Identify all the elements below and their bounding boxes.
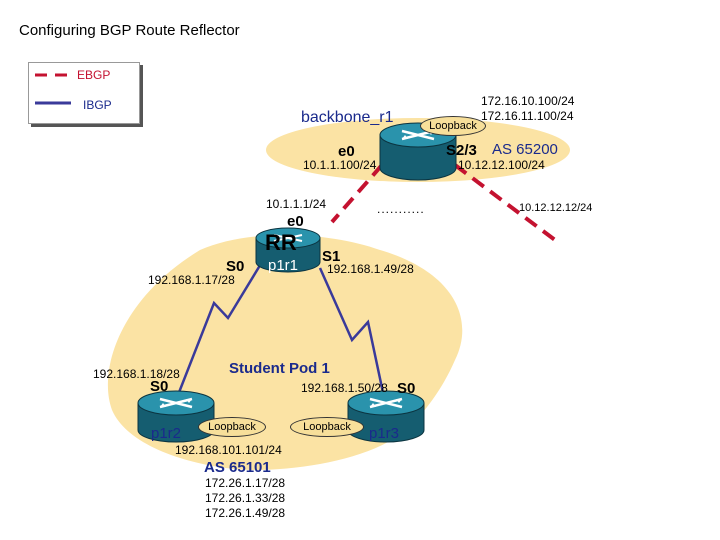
p1r1-s0-label: S0 [226,258,245,275]
backbone-router-icon [379,122,457,181]
legend-ebgp-label: EBGP [77,68,111,82]
p1r2-s0-label: S0 [150,378,169,395]
backbone-e0-label: e0 [338,143,355,160]
p1r1-s1-label: S1 [322,248,341,265]
p1r3-router-icon [347,390,425,443]
legend-ibgp-label: IBGP [83,98,112,112]
p1r3-router-name: p1r3 [369,425,400,442]
pod-network-1: 172.26.1.17/28 [205,476,286,490]
backbone-s23-label: S2/3 [446,142,477,159]
p1r1-router-icon [255,227,321,273]
p1r1-s0-ip: 192.168.1.17/28 [148,273,235,287]
ibgp-link-r1-r3 [318,267,387,403]
p1r3-s0-label: S0 [397,380,416,397]
p1r1-e0-label: e0 [287,213,304,230]
p1r2-router-name: p1r2 [151,425,182,442]
p1r3-s0-ip: 192.168.1.50/28 [301,381,388,395]
legend: EBGP IBGP [28,62,140,124]
diagram-title: Configuring BGP Route Reflector [19,22,240,39]
pod-network-2: 172.26.1.33/28 [205,491,286,505]
route-reflector-label: RR [265,230,297,255]
p1r3-loopback: Loopback [290,417,364,437]
p1r2-router-icon [137,390,215,443]
dotted-separator: ........... [377,202,425,216]
ibgp-link-r1-r2 [176,261,264,396]
backbone-router-name: backbone_r1 [301,109,394,126]
p1r2-loopback-ip: 192.168.101.101/24 [175,443,282,457]
ebgp-link-e0 [330,163,384,224]
backbone-as-label: AS 65200 [492,141,558,158]
backbone-loopback: Loopback [420,116,486,136]
backbone-far-ip: 10.12.12.12/24 [519,202,593,214]
backbone-s23-ip: 10.12.12.100/24 [458,158,545,172]
p1r2-loopback: Loopback [198,417,266,437]
student-pod-label: Student Pod 1 [229,360,330,377]
backbone-loopback-ip-1: 172.16.10.100/24 [481,94,575,108]
p1r1-e0-ip: 10.1.1.1/24 [266,197,327,211]
pod-as-label: AS 65101 [204,459,271,476]
p1r2-s0-ip: 192.168.1.18/28 [93,367,180,381]
backbone-e0-ip: 10.1.1.100/24 [303,158,377,172]
backbone-loopback-ip-2: 172.16.11.100/24 [481,109,574,123]
pod-network-3: 172.26.1.49/28 [205,506,286,520]
p1r1-router-name: p1r1 [268,257,299,274]
legend-swatches [35,73,71,105]
p1r1-s1-ip: 192.168.1.49/28 [327,262,414,276]
